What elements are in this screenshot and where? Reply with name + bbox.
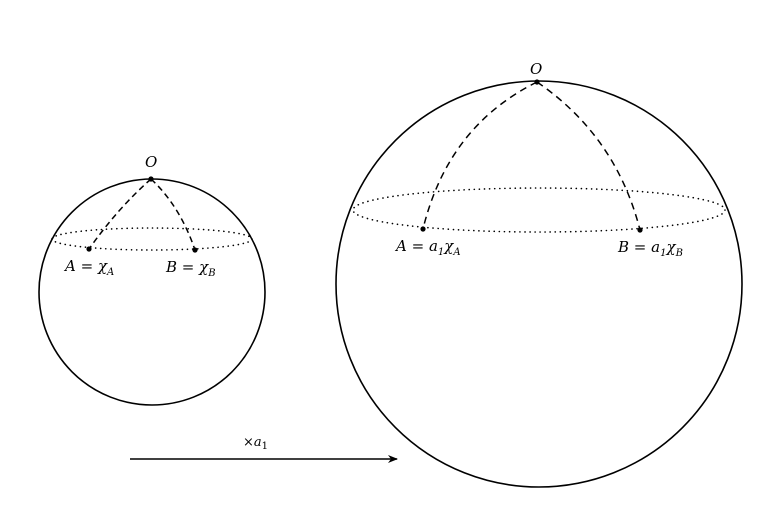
small-label-o: O (145, 153, 157, 171)
small-label-a: A = χA (63, 257, 114, 278)
large-point-o (534, 79, 540, 85)
large-sphere-latitude-circle (352, 187, 726, 233)
small-sphere-latitude-circle (51, 227, 253, 251)
large-label-b: B = a1χB (617, 238, 683, 259)
scale-factor-label: ×a1 (243, 435, 268, 452)
small-point-o (148, 176, 154, 182)
small-label-b: B = χB (165, 258, 216, 279)
large-point-a (420, 226, 426, 232)
small-point-a (86, 246, 92, 252)
small-sphere-geodesic-oa (88, 178, 152, 250)
scale-arrow-group: ×a1 (130, 435, 398, 463)
large-sphere-outline (335, 80, 743, 488)
small-sphere-group: O A = χA B = χB (38, 153, 266, 406)
small-sphere-geodesic-ob (150, 178, 196, 251)
large-sphere-group: O A = a1χA B = a1χB (335, 60, 743, 488)
small-point-b (192, 247, 198, 253)
large-point-b (637, 227, 643, 233)
small-sphere-outline (38, 178, 266, 406)
large-label-o: O (530, 60, 542, 78)
large-sphere-geodesic-ob (536, 81, 641, 231)
large-sphere-geodesic-oa (422, 81, 538, 230)
large-label-a: A = a1χA (394, 237, 461, 258)
